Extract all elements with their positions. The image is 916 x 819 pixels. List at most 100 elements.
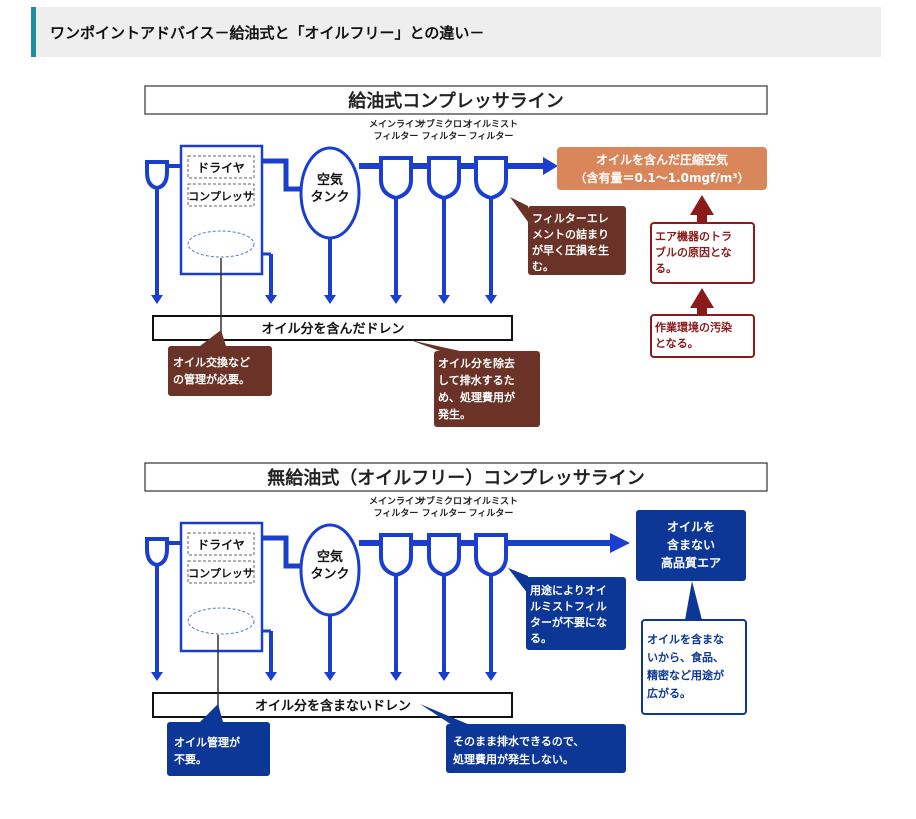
tank-label: 空気 (317, 549, 343, 565)
callout-pointer (510, 197, 528, 222)
inlet-filter-icon (145, 160, 169, 191)
filter-label: フィルター (469, 130, 514, 142)
clean-air-output-box (636, 510, 746, 581)
dryer-label: ドライヤ (197, 538, 245, 552)
trouble-note-text: エア機器のトラ (655, 229, 732, 243)
filter-label: サブミクロン (417, 118, 471, 130)
drain-arrow-head (485, 295, 497, 304)
section-header: ワンポイントアドバイス－給油式と「オイルフリー」との違い－ (31, 7, 881, 57)
drain-cost-note-text: 発生。 (437, 407, 471, 421)
up-arrow-head (690, 288, 714, 308)
oily-air-output-box (557, 147, 767, 190)
inlet-filter-icon (145, 537, 169, 568)
dryer-box (187, 155, 255, 179)
drain-arrow-head (324, 672, 336, 681)
filter-icon (427, 156, 461, 201)
section-title: ワンポイントアドバイス－給油式と「オイルフリー」との違い－ (50, 24, 485, 42)
drain-box (152, 315, 513, 341)
oily-air-output-label: オイルを含んだ圧縮空気 (596, 152, 728, 167)
drain-label: オイル分を含まないドレン (255, 698, 411, 714)
filter-label: オイルミスト (464, 496, 518, 507)
tank-label: タンク (310, 567, 349, 582)
filter-label: オイルミスト (464, 119, 518, 130)
line-title: 給油式コンプレッサライン (348, 90, 563, 112)
filter-clog-note-text: メントの詰まり (532, 227, 609, 241)
filter-label: フィルター (422, 507, 467, 519)
filter-clog-note (528, 206, 626, 275)
filter-unneeded-note-text: 用途によりオイ (530, 583, 607, 597)
environment-note-text: 作業環境の汚染 (655, 320, 733, 334)
environment-note-text: となる。 (655, 337, 699, 350)
oil-sump (187, 230, 255, 258)
line-title: 無給油式（オイルフリー）コンプレッサライン (267, 467, 644, 489)
filter-label: メインライン (369, 496, 423, 507)
callout-pointer (420, 704, 470, 725)
filter-label: フィルター (374, 130, 419, 142)
filter-label: サブミクロン (417, 495, 471, 507)
flow-arrow-head (610, 533, 630, 553)
drain-arrow-head (485, 672, 497, 681)
uses-note (641, 619, 747, 715)
flow-arrow-head (543, 157, 558, 175)
callout-pointer (508, 568, 528, 594)
clean-air-output-label: オイルを (667, 520, 715, 534)
clean-air-output-label: 高品質エア (661, 555, 721, 570)
drain-arrow-head (390, 295, 402, 304)
uses-note-text: オイルを含まな (647, 632, 724, 646)
drain-cost-note-text: オイル分を除去 (438, 356, 515, 370)
compressor-label: コンプレッサ (188, 189, 254, 203)
filter-icon (379, 156, 413, 201)
compressor-box (187, 560, 255, 584)
oil-change-note (168, 346, 272, 396)
drain-cost-note-text: め、処理費用が (438, 390, 515, 404)
dryer-box (187, 532, 255, 556)
filter-clog-note-text: む。 (532, 260, 554, 273)
oily-air-output-label: （含有量＝0.1～1.0mgf/m³） (575, 170, 750, 185)
tank-label: タンク (310, 190, 349, 205)
trouble-note (650, 222, 755, 284)
filter-label: フィルター (422, 130, 467, 142)
filter-icon (474, 156, 508, 201)
callout-pointer (685, 581, 702, 620)
up-arrow-shaft (697, 308, 707, 315)
filter-label: フィルター (374, 507, 419, 519)
drain-arrow-head (151, 672, 163, 681)
drain-label: オイル分を含んだドレン (261, 321, 404, 337)
line-title-box (144, 462, 768, 492)
filter-unneeded-note-text: る。 (530, 632, 552, 645)
drain-cost-note (434, 351, 540, 427)
drain-arrow-head (390, 672, 402, 681)
filter-icon (474, 533, 508, 578)
oil-change-note-text: オイル交換など (173, 355, 250, 369)
dryer-label: ドライヤ (197, 161, 245, 175)
pipe (262, 158, 300, 192)
drain-cost-note-text: して排水するた (438, 373, 515, 387)
line-title-box (144, 85, 768, 115)
filter-clog-note-text: フィルターエレ (532, 212, 609, 225)
drain-arrow-head (324, 295, 336, 304)
filter-icon (427, 533, 461, 578)
environment-note (650, 314, 755, 358)
filter-label: メインライン (369, 119, 423, 130)
tank-label: 空気 (317, 172, 343, 188)
clean-air-output-label: 含まない (667, 537, 715, 552)
trouble-note-text: ブルの原因とな (655, 245, 732, 259)
compressor-label: コンプレッサ (188, 566, 254, 580)
filter-label: フィルター (469, 507, 514, 519)
drain-arrow-head (265, 295, 277, 304)
drain-free-note (446, 724, 626, 773)
up-arrow-shaft (697, 215, 707, 223)
filter-unneeded-note-text: ターが不要にな (530, 615, 607, 629)
uses-note-text: 精密など用途が (647, 668, 724, 682)
drain-free-note-text: 処理費用が発生しない。 (452, 752, 574, 766)
drain-arrow-head (265, 672, 277, 681)
filter-unneeded-note-text: ルミストフィル (530, 600, 607, 613)
oil-sump (187, 607, 255, 635)
drain-arrow-head (438, 672, 450, 681)
callout-pointer (410, 340, 460, 351)
oil-mgmt-note-text: 不要。 (174, 753, 207, 766)
filter-icon (379, 533, 413, 578)
pipe (262, 535, 300, 569)
filter-unneeded-note (526, 577, 626, 650)
